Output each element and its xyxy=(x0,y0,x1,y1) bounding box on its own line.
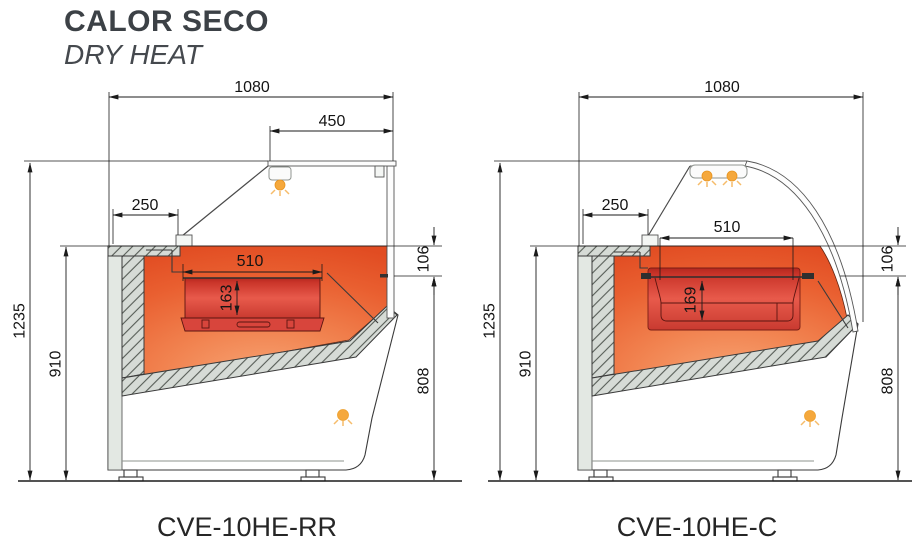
dimension-total-width: 1080 xyxy=(108,79,394,100)
dimension-tray-width: 510 xyxy=(182,253,323,275)
lamp-rays xyxy=(270,189,290,196)
dim-label: 910 xyxy=(48,351,65,378)
front-lamp xyxy=(800,410,820,427)
slanted-front-glass xyxy=(181,165,269,237)
glass-holder xyxy=(641,234,659,247)
rear-wall-section xyxy=(591,255,615,379)
diagram-cve-10he-c: 1080 250 510 169 106 1235 xyxy=(482,79,912,542)
dimension-counter-depth: 250 xyxy=(582,197,649,218)
dim-label: 510 xyxy=(714,219,741,236)
bottom-section xyxy=(121,305,398,397)
dim-label: 169 xyxy=(683,287,700,314)
top-lamp xyxy=(268,166,292,196)
dim-label: 250 xyxy=(132,197,159,214)
dimension-counter-height: 910 xyxy=(48,246,69,481)
dimension-front-height: 808 xyxy=(416,276,437,481)
heated-tray xyxy=(146,249,379,332)
lamp-rays xyxy=(333,419,353,426)
glass-bracket xyxy=(374,165,385,178)
dim-label: 163 xyxy=(219,285,236,312)
dim-label: 910 xyxy=(518,351,535,378)
well-body xyxy=(647,267,801,331)
page-header: CALOR SECO DRY HEAT xyxy=(64,6,269,69)
dimension-tray-depth: 163 xyxy=(219,280,240,316)
lamp-icon xyxy=(274,179,286,191)
flange-bolt-left xyxy=(201,319,210,329)
flange-slot xyxy=(236,321,271,328)
dim-label: 808 xyxy=(416,368,433,395)
dimension-total-width: 1080 xyxy=(578,79,864,100)
lamp-icon xyxy=(726,170,738,182)
lamp-rays xyxy=(800,420,820,427)
dim-label: 106 xyxy=(880,246,897,273)
lamp-icon xyxy=(337,409,349,421)
tray-body xyxy=(184,277,321,319)
dimension-glass-top: 450 xyxy=(269,113,394,134)
model-label: CVE-10HE-C xyxy=(617,512,778,542)
lamp-rays xyxy=(697,180,742,187)
slanted-inner-glass xyxy=(647,165,691,237)
rear-panel xyxy=(577,255,593,471)
heated-tray xyxy=(614,251,849,331)
extension-lines xyxy=(24,92,442,281)
top-lamp xyxy=(689,164,748,187)
dim-label: 1235 xyxy=(482,303,499,339)
tub-outline xyxy=(654,277,800,322)
glass-holder xyxy=(175,234,193,247)
dimension-total-height: 1235 xyxy=(12,162,33,481)
dimension-tray-depth: 169 xyxy=(683,280,705,321)
dim-label: 1080 xyxy=(234,79,270,96)
glass-stop-tick xyxy=(380,274,388,278)
dimension-counter-height: 910 xyxy=(518,246,539,481)
page-subtitle: DRY HEAT xyxy=(64,38,202,70)
deck-slope-line xyxy=(326,272,379,324)
counter-slab-section xyxy=(577,245,651,257)
model-label: CVE-10HE-RR xyxy=(157,512,337,542)
dimension-total-height: 1235 xyxy=(482,162,503,481)
diagram-cve-10he-rr: 1080 450 250 510 163 106 xyxy=(12,79,462,542)
lamp-icon xyxy=(804,410,816,422)
glass-assembly xyxy=(494,160,859,333)
dim-label: 1235 xyxy=(12,303,29,339)
extension-lines xyxy=(530,92,906,322)
rim-cap-left xyxy=(641,273,651,279)
dim-label: 106 xyxy=(416,246,433,273)
front-panel-glass xyxy=(386,165,395,319)
lamp-housing xyxy=(689,164,748,179)
curved-front-glass xyxy=(744,160,859,333)
feet xyxy=(118,469,326,482)
dimension-counter-depth: 250 xyxy=(112,197,179,218)
dim-label: 1080 xyxy=(704,79,740,96)
deck-slope-line xyxy=(817,280,849,329)
flange-bolt-right xyxy=(286,319,295,329)
feet xyxy=(588,469,798,482)
dimension-glass-gap: 106 xyxy=(880,227,901,295)
front-lamp xyxy=(333,409,353,426)
rear-wall-section xyxy=(121,255,145,379)
dim-label: 510 xyxy=(237,253,264,270)
dim-label: 808 xyxy=(880,368,897,395)
page-title: CALOR SECO xyxy=(64,5,270,38)
top-glass xyxy=(267,160,397,167)
lamp-icon xyxy=(701,170,713,182)
dimension-front-height: 808 xyxy=(880,276,901,481)
glass-assembly xyxy=(175,160,397,319)
counter-slab-section xyxy=(107,245,181,257)
dim-label: 250 xyxy=(602,197,629,214)
rim-cap-right xyxy=(802,273,814,279)
deck-step-line xyxy=(614,251,648,269)
bottom-section xyxy=(591,314,859,397)
dimension-tray-width: 510 xyxy=(659,219,794,241)
dim-label: 450 xyxy=(319,113,346,130)
rear-panel xyxy=(107,255,123,471)
dimension-glass-gap: 106 xyxy=(416,227,437,295)
deck-step-line xyxy=(146,249,183,273)
lamp-housing xyxy=(268,166,292,181)
